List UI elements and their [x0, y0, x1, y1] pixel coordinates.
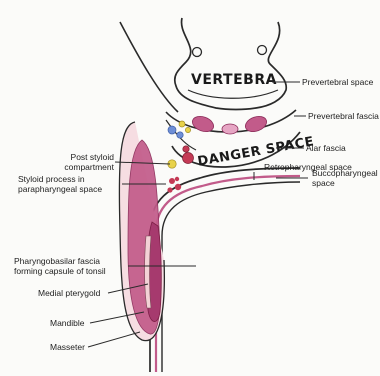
styloid-node-2 — [175, 184, 181, 190]
outer-boundary-line — [120, 22, 178, 112]
label-post-styloid-compartment: Post styloid compartment — [40, 152, 114, 172]
vessel-red-small — [183, 146, 189, 152]
label-alar-fascia: Alar fascia — [306, 143, 376, 153]
styloid-node-4 — [175, 177, 179, 181]
vertebra-inner-line — [188, 90, 278, 98]
styloid-node-1 — [169, 178, 175, 184]
label-buccopharyngeal-space: Buccopharyngeal space — [312, 168, 378, 188]
label-prevertebral-fascia: Prevertebral fascia — [308, 111, 380, 121]
nerve-yellow-1 — [179, 121, 185, 127]
label-pharyngobasilar-fascia: Pharyngobasilar fascia forming capsule o… — [14, 256, 130, 276]
label-styloid-process: Styloid process in parapharyngeal space — [18, 174, 122, 194]
vessel-blue-1 — [168, 126, 176, 134]
label-mandible: Mandible — [50, 318, 94, 328]
nerve-yellow-2 — [185, 127, 190, 132]
label-prevertebral-space: Prevertebral space — [302, 77, 378, 87]
label-medial-pterygoid: Medial pterygold — [38, 288, 110, 298]
vertebra-label: VERTEBRA — [191, 72, 277, 88]
styloid-node-3 — [167, 187, 172, 192]
longus-muscle-mid — [222, 124, 238, 134]
pharynx-inner-curve — [162, 182, 300, 372]
foramen-left — [193, 48, 202, 57]
foramen-right — [258, 46, 267, 55]
pharynx-mucosa-line — [156, 176, 300, 372]
vertebra-outline — [175, 18, 287, 110]
leader-masseter — [88, 332, 140, 347]
vessel-blue-2 — [177, 132, 183, 138]
label-masseter: Masseter — [50, 342, 94, 352]
vessel-red — [183, 153, 194, 164]
